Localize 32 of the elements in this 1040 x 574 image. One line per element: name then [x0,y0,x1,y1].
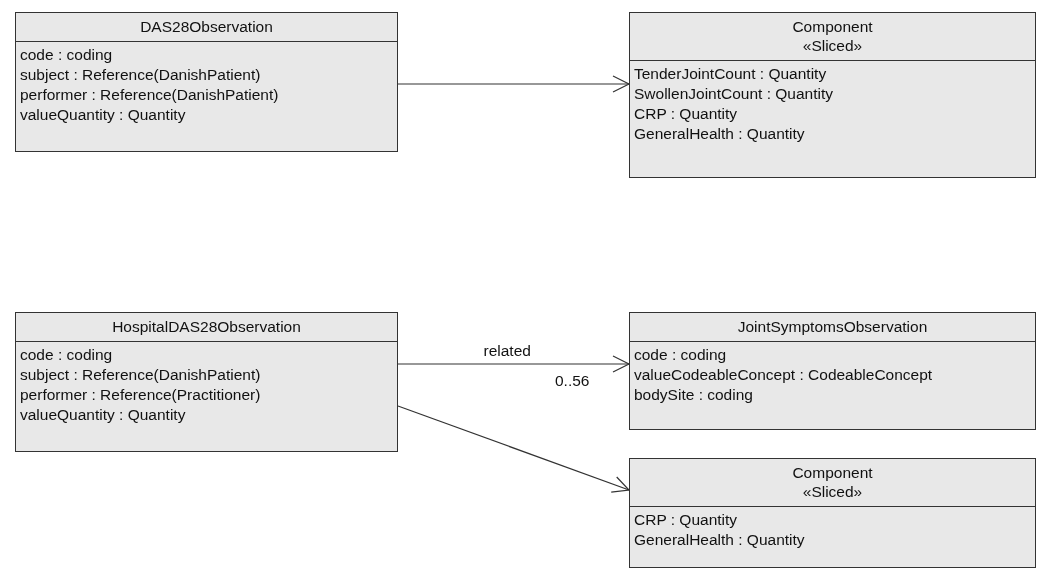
attribute: performer : Reference(DanishPatient) [20,85,280,105]
attribute: subject : Reference(DanishPatient) [20,65,262,85]
class-name: DAS28Observation [139,17,274,36]
attribute: performer : Reference(Practitioner) [20,385,262,405]
attribute: CRP : Quantity [634,104,739,124]
class-box [15,12,398,152]
arrow [397,355,630,373]
attribute: CRP : Quantity [634,510,739,530]
arrow [397,405,630,493]
class-name: Component [791,17,874,36]
class-name: HospitalDAS28Observation [111,317,302,336]
stereotype: «Sliced» [801,482,864,501]
attribute: TenderJointCount : Quantity [634,64,828,84]
attribute: valueQuantity : Quantity [20,105,187,125]
attribute: GeneralHealth : Quantity [634,124,806,144]
attribute: code : coding [20,45,114,65]
class-box [629,458,1036,568]
attribute: code : coding [20,345,114,365]
class-box [15,312,398,452]
class-box [629,312,1036,430]
attribute: valueQuantity : Quantity [20,405,187,425]
attribute: GeneralHealth : Quantity [634,530,806,550]
attribute: subject : Reference(DanishPatient) [20,365,262,385]
attribute: SwollenJointCount : Quantity [634,84,835,104]
attribute: valueCodeableConcept : CodeableConcept [634,365,934,385]
attribute: code : coding [634,345,728,365]
class-name: Component [791,463,874,482]
class-box [629,12,1036,178]
stereotype: «Sliced» [801,36,864,55]
class-name: JointSymptomsObservation [736,317,929,336]
arrow [397,75,630,93]
attribute: bodySite : coding [634,385,754,405]
